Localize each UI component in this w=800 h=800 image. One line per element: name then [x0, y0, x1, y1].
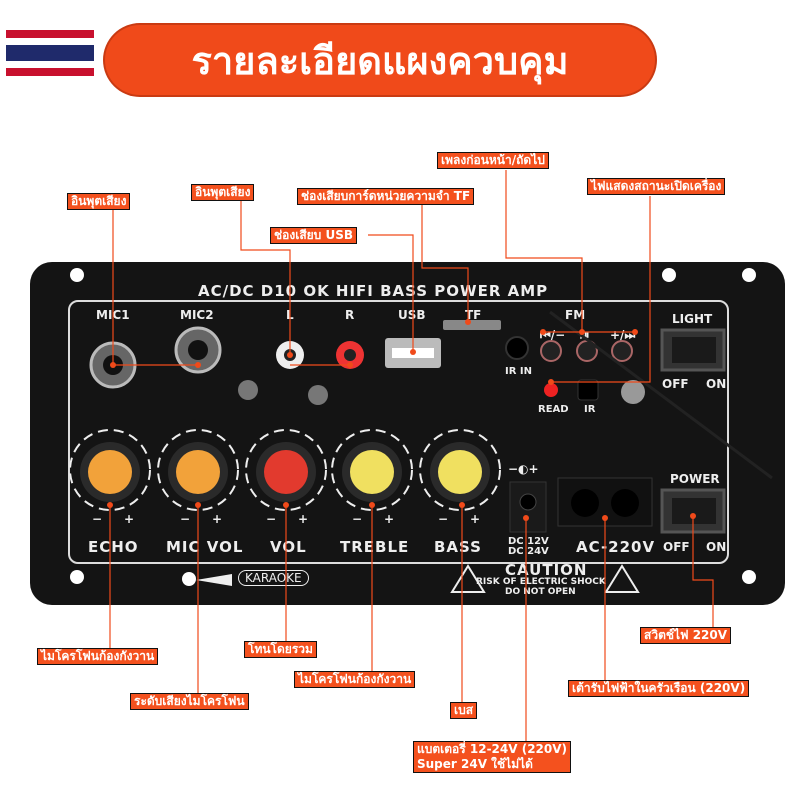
power-led — [544, 383, 558, 397]
light-switch-rocker — [672, 337, 716, 363]
ir-in-jack[interactable] — [505, 336, 529, 360]
callout-treble: ไมโครโฟนก้องกังวาน — [294, 671, 416, 688]
screw-hole — [70, 570, 84, 584]
micvol-minus: − — [180, 512, 191, 526]
callout-ac-socket: เต้ารับไฟฟ้าในครัวเรือน (220V) — [568, 680, 750, 697]
power-on-label: ON — [706, 540, 727, 554]
callout-power-led: ไฟแสดงสถานะเปิดเครื่อง — [587, 178, 726, 195]
panel-inner-border — [68, 300, 729, 564]
callout-prev-next: เพลงก่อนหน้า/ถัดไป — [437, 152, 549, 169]
ir-label: IR — [584, 404, 596, 415]
callout-vol: โทนโดยรวม — [244, 641, 317, 658]
page-title: รายละเอียดแผงควบคุม — [105, 25, 655, 95]
echo-label: ECHO — [88, 538, 139, 556]
caution-title: CAUTION — [505, 561, 588, 579]
usb-label: USB — [398, 308, 426, 322]
rca-r-jack[interactable] — [336, 341, 364, 369]
power-off-label: OFF — [663, 540, 690, 554]
callout-battery-line1: แบตเตอรี่ 12-24V (220V) — [417, 742, 568, 756]
treble-label: TREBLE — [340, 538, 410, 556]
callout-tf-slot: ช่องเสียบการ์ดหน่วยความจำ TF — [297, 188, 475, 205]
warning-icon — [604, 564, 640, 593]
panel-header: AC/DC D10 OK HIFI BASS POWER AMP — [198, 282, 549, 300]
ir-in-label: IR IN — [505, 366, 532, 377]
echo-minus: − — [92, 512, 103, 526]
caution-text-2: DO NOT OPEN — [505, 587, 576, 597]
screw-icon — [308, 385, 328, 405]
screw-hole — [70, 268, 84, 282]
antenna-wire — [549, 310, 773, 480]
screw-hole — [662, 268, 676, 282]
read-label: READ — [538, 404, 569, 415]
prev-button[interactable] — [540, 340, 562, 362]
bass-knob[interactable] — [419, 429, 501, 511]
bass-plus: + — [470, 512, 481, 526]
bass-label: BASS — [434, 538, 482, 556]
power-label: POWER — [670, 472, 720, 486]
fm-label: FM — [565, 308, 586, 322]
callout-echo: ไมโครโฟนก้องกังวาน — [37, 648, 159, 665]
callout-lines — [109, 170, 714, 741]
mic2-jack[interactable] — [174, 326, 222, 374]
callout-battery: แบตเตอรี่ 12-24V (220V) Super 24V ใช้ไม่… — [413, 741, 572, 773]
callout-power-switch: สวิตช์ไฟ 220V — [640, 627, 732, 644]
screw-hole — [742, 268, 756, 282]
vol-minus: − — [266, 512, 277, 526]
tf-slot[interactable] — [443, 320, 501, 330]
play-label: ⏯ — [580, 328, 590, 342]
dc-polarity: −◐+ — [508, 462, 539, 476]
karaoke-badge: KARAOKE — [238, 570, 309, 586]
vol-label: VOL — [270, 538, 307, 556]
callout-dots — [107, 319, 696, 521]
caution-text: RISK OF ELECTRIC SHOCK — [476, 577, 606, 587]
screw-hole — [742, 570, 756, 584]
micvol-plus: + — [212, 512, 223, 526]
callout-line-input: อินพุตเสียง — [191, 184, 255, 201]
callout-usb-slot: ช่องเสียบ USB — [270, 227, 357, 244]
treble-minus: − — [352, 512, 363, 526]
treble-knob[interactable] — [331, 429, 413, 511]
ac-label: AC-220V — [576, 538, 656, 556]
mic2-label: MIC2 — [180, 308, 214, 322]
tf-label: TF — [465, 308, 482, 322]
ir-sensor — [577, 379, 599, 401]
callout-mic-input: อินพุตเสียง — [67, 193, 131, 210]
screw-hole — [182, 572, 196, 586]
light-label: LIGHT — [672, 312, 713, 326]
micvol-label: MIC VOL — [166, 538, 244, 556]
mic-vol-knob[interactable] — [157, 429, 239, 511]
thai-flag-icon — [6, 30, 94, 77]
microphone-icon — [196, 574, 232, 586]
next-button[interactable] — [611, 340, 633, 362]
light-off-label: OFF — [662, 377, 689, 391]
screw-icon — [238, 380, 258, 400]
echo-plus: + — [124, 512, 135, 526]
callout-battery-line2: Super 24V ใช้ไม่ได้ — [417, 757, 533, 771]
fm-antenna-jack — [621, 380, 645, 404]
vol-knob[interactable] — [245, 429, 327, 511]
r-label: R — [345, 308, 355, 322]
shock-warning-icon — [450, 564, 486, 593]
treble-plus: + — [384, 512, 395, 526]
vol-plus: + — [298, 512, 309, 526]
dc24-label: DC 24V — [508, 546, 549, 557]
callout-bass: เบส — [450, 702, 478, 719]
amplifier-panel — [30, 262, 785, 605]
callout-mic-vol: ระดับเสียงไมโครโฟน — [130, 693, 249, 710]
dc12-label: DC 12V — [508, 536, 549, 547]
bass-minus: − — [438, 512, 449, 526]
echo-knob[interactable] — [69, 429, 151, 511]
light-on-label: ON — [706, 377, 727, 391]
